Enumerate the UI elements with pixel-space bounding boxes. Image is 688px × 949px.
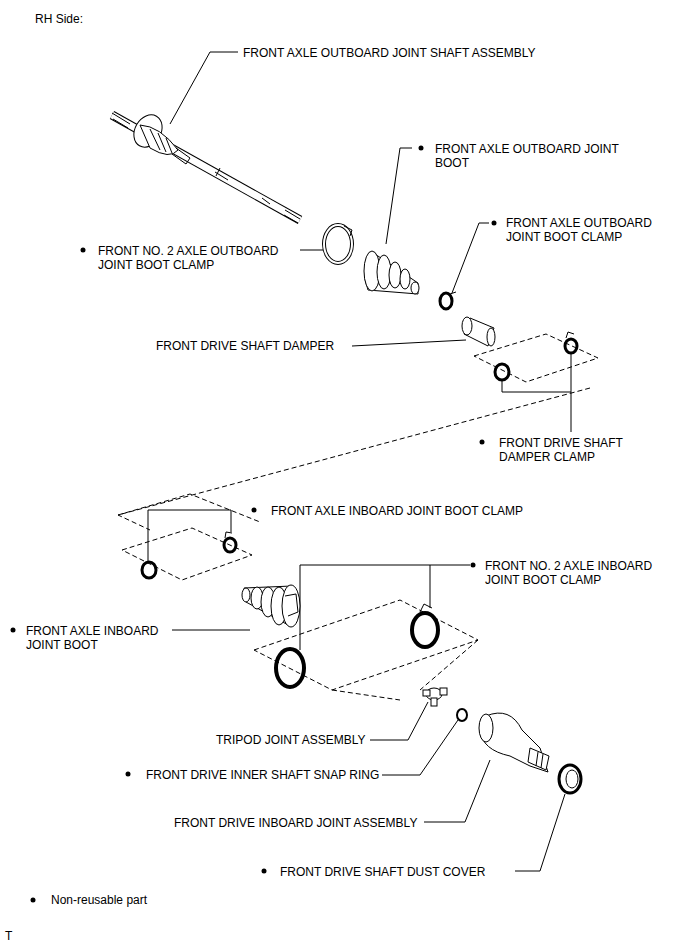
tripod-joint — [423, 688, 447, 706]
part-name: FRONT DRIVE INNER SHAFT SNAP RING — [146, 768, 379, 782]
part-name: FRONT AXLE OUTBOARD JOINT BOOT CLAMP — [506, 216, 656, 244]
outboard-boot — [364, 251, 419, 294]
part-name: FRONT AXLE INBOARD JOINT BOOT — [26, 624, 171, 652]
assembly-planes — [118, 334, 598, 700]
part-name: FRONT AXLE OUTBOARD JOINT SHAFT ASSEMBLY — [243, 46, 536, 60]
part-name: FRONT DRIVE INBOARD JOINT ASSEMBLY — [174, 816, 417, 830]
damper-clamp — [495, 364, 509, 380]
dust-cover — [559, 765, 581, 793]
inboard-boot-clamp — [142, 562, 156, 578]
inboard-joint — [479, 713, 549, 772]
inboard-boot-clamp — [224, 532, 236, 552]
damper — [462, 317, 495, 346]
part-name: FRONT DRIVE SHAFT DUST COVER — [280, 865, 485, 879]
inboard-large-clamp — [276, 649, 304, 687]
outboard-large-clamp — [324, 225, 352, 263]
non-reusable-marks — [11, 146, 497, 903]
inboard-boot — [242, 585, 300, 627]
part-name: FRONT AXLE INBOARD JOINT BOOT CLAMP — [271, 504, 523, 518]
part-name: FRONT AXLE OUTBOARD JOINT BOOT — [435, 142, 630, 170]
damper-clamp — [565, 332, 577, 353]
outboard-shaft — [112, 110, 300, 223]
inboard-large-clamp — [412, 604, 438, 647]
snap-ring — [457, 709, 467, 721]
legend-text: Non-reusable part — [51, 893, 147, 907]
outboard-small-clamp — [440, 292, 456, 309]
part-name: FRONT DRIVE SHAFT DAMPER CLAMP — [499, 436, 639, 464]
part-name: TRIPOD JOINT ASSEMBLY — [216, 733, 366, 747]
part-name: FRONT NO. 2 AXLE INBOARD JOINT BOOT CLAM… — [485, 559, 670, 587]
part-name: FRONT NO. 2 AXLE OUTBOARD JOINT BOOT CLA… — [98, 244, 293, 272]
part-name: FRONT DRIVE SHAFT DAMPER — [156, 339, 334, 353]
diagram-title: RH Side: — [35, 12, 83, 26]
figure-code: T — [5, 929, 12, 943]
